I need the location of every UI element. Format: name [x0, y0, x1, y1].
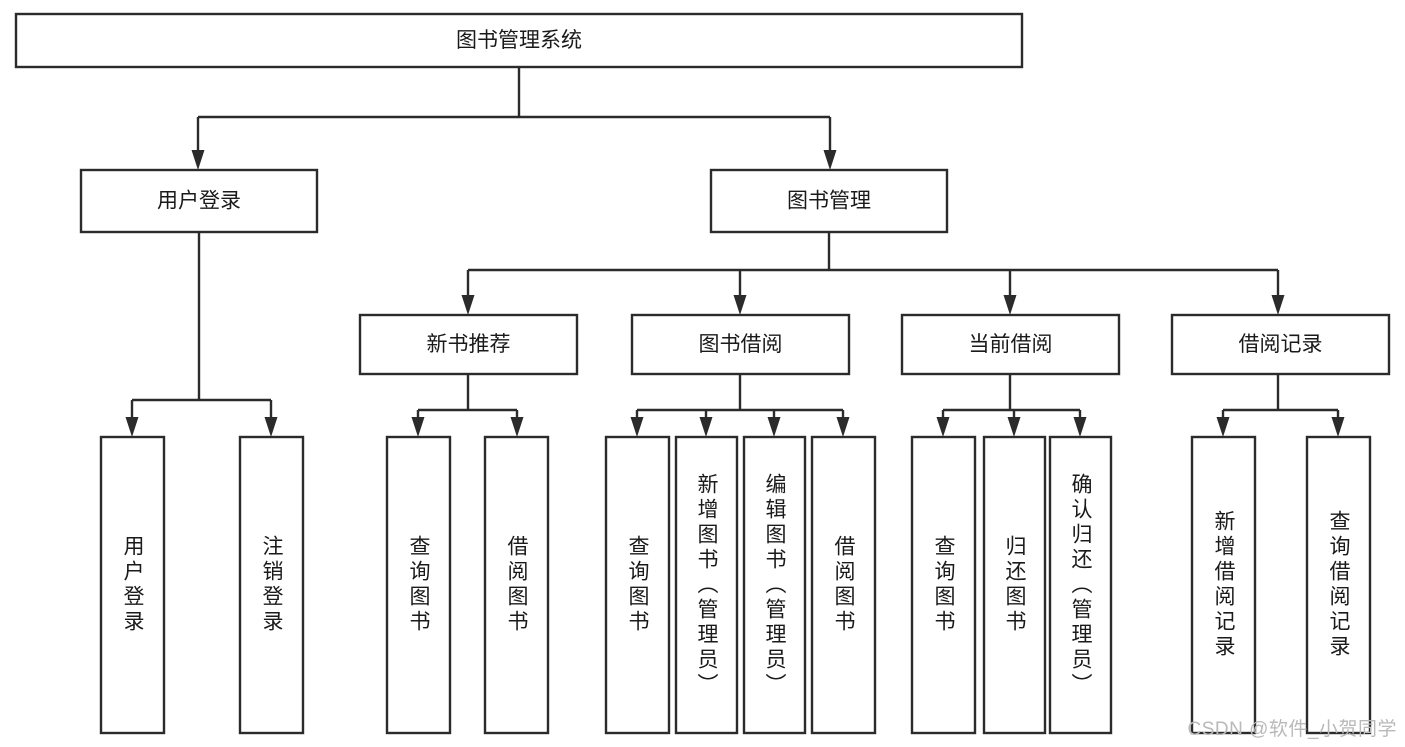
node-borrow-record-label: 借阅记录	[1239, 333, 1323, 356]
node-new-book-recommend-label: 新书推荐	[427, 333, 511, 356]
current-drop-0-arrowhead	[936, 417, 950, 437]
current-drop-2-arrowhead	[1073, 417, 1087, 437]
node-leaf-query-book-recommend-box[interactable]	[385, 435, 452, 735]
record-drop-0-arrowhead	[1216, 417, 1230, 437]
watermark-text: CSDN @软件_小贺同学	[1187, 719, 1397, 740]
node-leaf-logout-login-box[interactable]	[238, 435, 305, 735]
edges-group	[125, 67, 1345, 437]
user-login-drop-0-arrowhead	[125, 417, 139, 437]
borrow-drop-0-arrowhead	[630, 417, 644, 437]
node-leaf-borrow-book-borrow-box[interactable]	[810, 435, 877, 735]
node-book-borrow-label: 图书借阅	[699, 333, 783, 356]
node-new-book-recommend-box[interactable]	[358, 313, 579, 376]
borrow-drop-3-arrowhead	[836, 417, 850, 437]
node-leaf-query-borrow-record-box[interactable]	[1305, 435, 1372, 735]
recommend-drop-0-arrowhead	[411, 417, 425, 437]
node-book-management-label: 图书管理	[787, 190, 871, 213]
node-borrow-record-box[interactable]	[1170, 313, 1391, 376]
borrow-drop-1-arrowhead	[699, 417, 713, 437]
node-leaf-confirm-return-admin-box[interactable]	[1048, 435, 1113, 735]
node-root-label: 图书管理系统	[456, 29, 582, 52]
recommend-drop-1-arrowhead	[510, 417, 524, 437]
book-mgmt-drop-0-arrowhead	[461, 295, 475, 315]
node-leaf-add-borrow-record-box[interactable]	[1190, 435, 1257, 735]
node-user-login-label: 用户登录	[157, 190, 241, 213]
current-drop-1-arrowhead	[1007, 417, 1021, 437]
node-current-borrow-label: 当前借阅	[969, 333, 1053, 356]
node-root-box[interactable]	[14, 12, 1024, 69]
record-drop-1-arrowhead	[1331, 417, 1345, 437]
node-leaf-user-login-box[interactable]	[99, 435, 166, 735]
book-mgmt-drop-3-arrowhead	[1271, 295, 1285, 315]
root-drop-0-arrowhead	[191, 150, 205, 170]
node-book-borrow-box[interactable]	[630, 313, 851, 376]
node-leaf-borrow-book-recommend-box[interactable]	[483, 435, 550, 735]
node-current-borrow-box[interactable]	[900, 313, 1121, 376]
node-leaf-query-book-borrow-box[interactable]	[604, 435, 671, 735]
node-book-management-box[interactable]	[709, 168, 949, 234]
root-drop-1-arrowhead	[823, 150, 837, 170]
node-leaf-return-book-box[interactable]	[982, 435, 1047, 735]
book-mgmt-drop-1-arrowhead	[733, 295, 747, 315]
book-mgmt-drop-2-arrowhead	[1003, 295, 1017, 315]
node-leaf-edit-book-admin-box[interactable]	[742, 435, 807, 735]
user-login-drop-1-arrowhead	[264, 417, 278, 437]
node-leaf-add-book-admin-box[interactable]	[674, 435, 739, 735]
borrow-drop-2-arrowhead	[767, 417, 781, 437]
node-leaf-query-book-current-box[interactable]	[910, 435, 977, 735]
node-user-login-box[interactable]	[79, 168, 319, 234]
